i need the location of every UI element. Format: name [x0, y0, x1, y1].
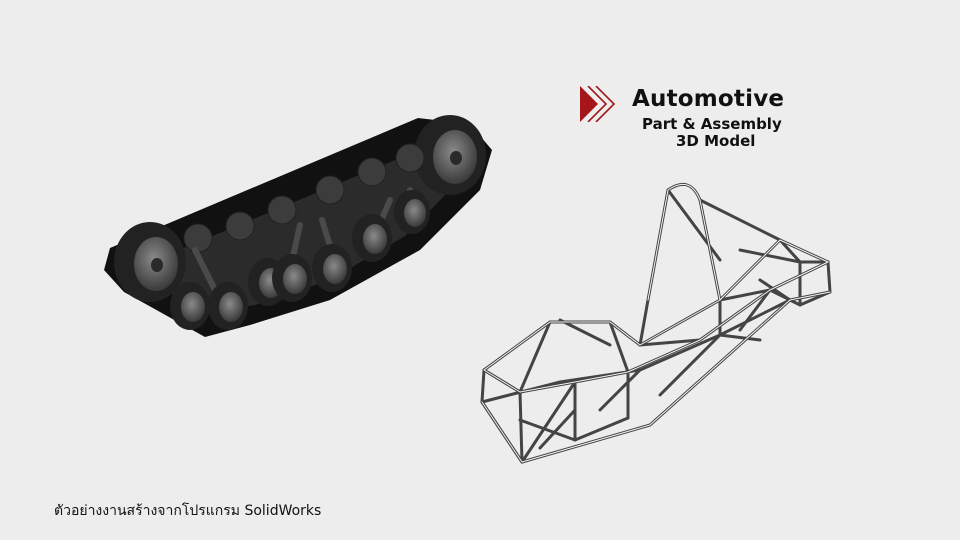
- frame-tube: [518, 320, 552, 394]
- frame-tube: [482, 260, 830, 394]
- frame-tube: [738, 248, 802, 264]
- road-wheel-hub: [219, 292, 243, 322]
- frame-tube: [520, 380, 577, 464]
- frame-tube: [608, 320, 630, 374]
- frame-tube: [598, 368, 642, 412]
- road-wheels: [170, 190, 430, 330]
- frame-tube: [480, 368, 486, 404]
- fast-forward-icon: [580, 86, 616, 122]
- frame-tube: [638, 338, 702, 347]
- tank-track-model: [104, 115, 492, 337]
- road-wheel-hub: [181, 292, 205, 322]
- sprocket-left-center: [151, 258, 163, 272]
- frame-tube: [518, 418, 577, 442]
- frame-tube-highlight: [483, 261, 829, 393]
- frame-tube: [658, 333, 722, 397]
- frame-tube: [480, 298, 792, 404]
- heading-block: Automotive Part & Assembly 3D Model: [578, 84, 808, 154]
- frame-tube: [758, 278, 792, 302]
- road-wheel-hub: [323, 254, 347, 284]
- return-roller: [267, 195, 297, 225]
- page-title: Automotive: [632, 86, 785, 112]
- frame-tube: [798, 260, 832, 307]
- road-wheel-hub: [283, 264, 307, 294]
- return-rollers: [183, 143, 425, 253]
- return-roller: [395, 143, 425, 173]
- return-roller: [357, 157, 387, 187]
- frame-tube-highlight: [483, 239, 829, 371]
- frame-tube: [718, 288, 772, 302]
- frame-tube-highlight: [481, 291, 831, 463]
- frame-tube: [718, 333, 762, 342]
- return-roller: [315, 175, 345, 205]
- frame-tube: [573, 416, 630, 442]
- sprocket-right-center: [450, 151, 462, 165]
- return-roller: [183, 223, 213, 253]
- chassis-frame-model: [480, 182, 832, 464]
- return-roller: [225, 211, 255, 241]
- frame-tube: [698, 198, 782, 242]
- frame-tube: [666, 188, 722, 262]
- caption-text: ตัวอย่างงานสร้างจากโปรแกรม SolidWorks: [54, 503, 322, 519]
- roll-hoop-highlight: [647, 183, 721, 301]
- frame-tube: [558, 318, 612, 347]
- frame-tube: [518, 390, 524, 464]
- frame-tube: [738, 288, 772, 332]
- frame-tube: [480, 290, 832, 464]
- frame-tube: [538, 408, 577, 450]
- subtitle-line-1: Part & Assembly: [642, 115, 782, 133]
- subtitle-line-2: 3D Model: [676, 132, 756, 150]
- chassis-tube-highlights: [481, 183, 831, 463]
- suspension-arm: [192, 247, 218, 293]
- frame-tube: [638, 298, 650, 347]
- chassis-tubes: [480, 182, 832, 464]
- road-wheel-hub: [363, 224, 387, 254]
- road-wheel-hub: [404, 199, 426, 227]
